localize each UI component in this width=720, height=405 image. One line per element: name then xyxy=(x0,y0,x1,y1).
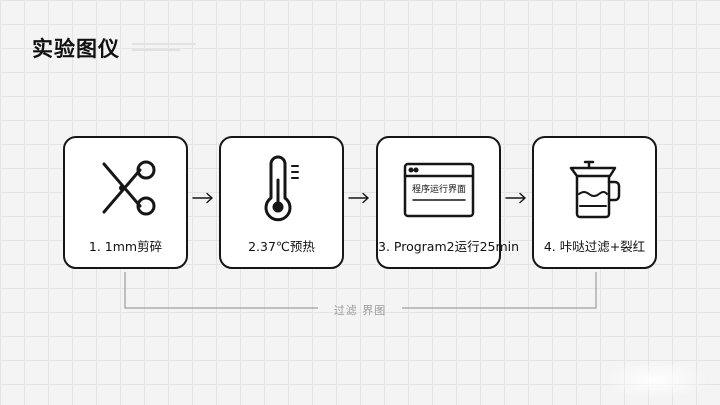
step-label-2: 2.37℃预热 xyxy=(248,239,315,254)
arrow-right-icon xyxy=(192,192,213,204)
arrow-right-icon xyxy=(348,192,369,204)
step-card-3: 程序运行界面 3. Program2运行25min xyxy=(376,136,520,269)
scissors-icon xyxy=(65,150,186,226)
step-card-2: 2.37℃预热 xyxy=(219,136,344,269)
thermometer-icon xyxy=(221,150,342,226)
subtitle-placeholder xyxy=(132,43,196,55)
program-window-icon: 程序运行界面 xyxy=(378,150,499,226)
step-label-3: 3. Program2运行25min xyxy=(378,239,520,254)
step-label-4: 4. 咔哒过滤+裂红 xyxy=(543,239,646,254)
decorative-glow xyxy=(600,360,710,400)
step-card-1: 1. 1mm剪碎 xyxy=(63,136,188,269)
page-title: 实验图仪 xyxy=(32,37,120,61)
arrow-right-icon xyxy=(505,192,526,204)
filter-beaker-icon xyxy=(534,150,655,226)
step-card-4: 4. 咔哒过滤+裂红 xyxy=(532,136,657,269)
screen-text: 程序运行界面 xyxy=(411,183,465,195)
bracket-label: 过滤 界图 xyxy=(333,304,387,317)
step-label-1: 1. 1mm剪碎 xyxy=(88,239,163,254)
